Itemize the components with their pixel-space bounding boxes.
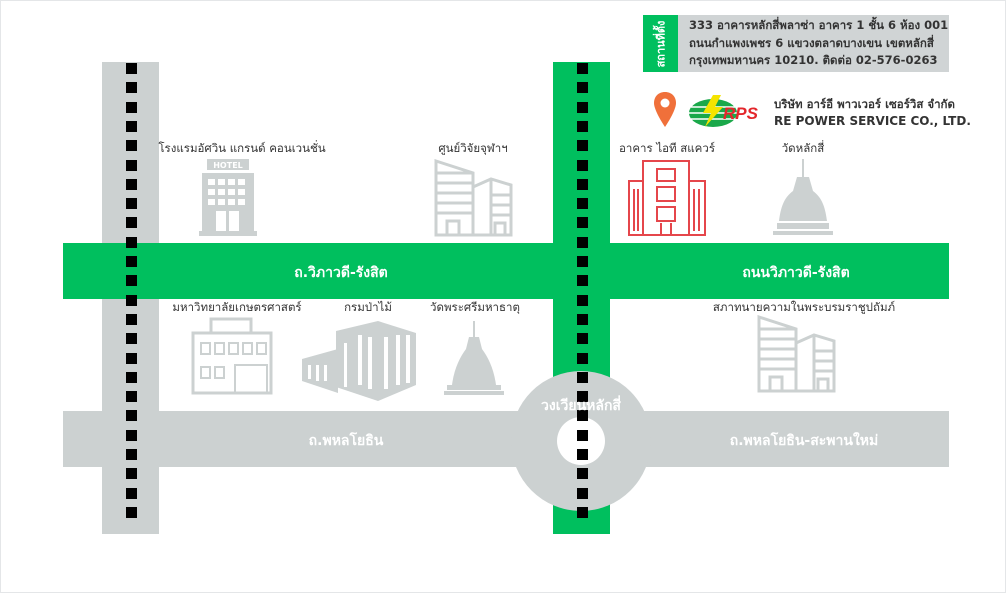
rail-tie — [577, 82, 588, 94]
rail-tie — [126, 198, 137, 210]
rail-tie — [126, 410, 137, 422]
rail-tie — [126, 275, 137, 287]
rail-tie — [577, 333, 588, 345]
rail-tie — [126, 256, 137, 267]
rail-tie — [126, 120, 137, 132]
address-tag: สถานที่ตั้ง — [643, 15, 678, 72]
rail-tie — [577, 140, 588, 152]
lawyers-council-building-icon — [757, 315, 836, 393]
wat-laksi-pagoda-icon — [773, 159, 833, 235]
rail-tie — [577, 352, 588, 364]
landmark-hotel-label: โรงแรมอัศวิน แกรนด์ คอนเวนชั่น — [158, 141, 326, 155]
rail-tie — [577, 120, 588, 132]
rail-tie — [126, 506, 137, 518]
landmark-kasetsart-label: มหาวิทยาลัยเกษตรศาสตร์ — [172, 300, 302, 314]
landmark-it-square-label: อาคาร ไอที สแควร์ — [618, 141, 716, 155]
rail-tie — [577, 256, 588, 267]
rail-tie — [126, 217, 137, 229]
road-label-vibhavadi-right: ถนนวิภาวดี-รังสิต — [742, 265, 850, 281]
university-building-icon — [191, 317, 273, 395]
road-phahon — [63, 411, 949, 467]
rail-tie — [577, 63, 588, 74]
rps-logo: RPS — [689, 95, 759, 127]
location-pin-icon — [654, 92, 676, 127]
rail-tie — [577, 159, 588, 171]
rail-tie — [126, 333, 137, 345]
rail-tie — [577, 371, 588, 383]
rail-tie — [577, 506, 588, 518]
road-vibhavadi — [63, 243, 949, 299]
it-square-building-icon — [628, 160, 706, 236]
rail-tie — [126, 236, 137, 248]
road-label-roundabout: วงเวียนหลักสี่ — [541, 398, 621, 414]
rail-tie — [577, 275, 588, 287]
rail-tie — [126, 178, 137, 190]
rail-tie — [126, 159, 137, 171]
landmark-wat-phra-sri-label: วัดพระศรีมหาธาตุ — [430, 300, 520, 314]
rail-tie — [126, 82, 137, 94]
rail-tie — [126, 468, 137, 480]
rail-tie — [126, 391, 137, 403]
rail-tie — [126, 101, 137, 113]
rail-tie — [126, 371, 137, 383]
rail-tie — [126, 294, 137, 306]
company-name: บริษัท อาร์อี พาวเวอร์ เซอร์วิส จำกัด RE… — [774, 97, 971, 128]
landmark-lawyers-label: สภาทนายความในพระบรมราชูปถัมภ์ — [712, 300, 896, 314]
road-label-phahon-right: ถ.พหลโยธิน-สะพานใหม่ — [729, 433, 879, 449]
rail-tie — [577, 236, 588, 248]
rail-tie — [577, 487, 588, 499]
research-building-icon — [434, 159, 513, 237]
svg-text:RPS: RPS — [723, 104, 759, 123]
road-label-vibhavadi-left: ถ.วิภาวดี-รังสิต — [294, 265, 388, 281]
rail-tie — [577, 410, 588, 422]
rail-tie — [577, 178, 588, 190]
rail-tie — [126, 313, 137, 325]
rail-tie — [577, 198, 588, 210]
landmark-wat-laksi-label: วัดหลักสี่ — [781, 141, 825, 155]
svg-text:HOTEL: HOTEL — [213, 161, 243, 170]
rail-tie — [577, 468, 588, 480]
landmark-chula-label: ศูนย์วิจัยจุฬาฯ — [438, 141, 508, 155]
rail-tie — [577, 391, 588, 403]
hotel-icon: HOTEL — [199, 159, 257, 236]
rail-tie — [126, 352, 137, 364]
rail-tie — [126, 429, 137, 441]
rail-tie — [577, 313, 588, 325]
rail-tie — [126, 63, 137, 74]
rail-tie — [577, 429, 588, 441]
rail-tie — [126, 449, 137, 460]
road-label-phahon-left: ถ.พหลโยธิน — [308, 433, 384, 449]
address-box: สถานที่ตั้ง 333 อาคารหลักสี่พลาซ่า อาคาร… — [643, 15, 949, 72]
rail-tie — [577, 101, 588, 113]
wat-phra-sri-pagoda-icon — [444, 321, 504, 395]
address-text: 333 อาคารหลักสี่พลาซ่า อาคาร 1 ชั้น 6 ห้… — [689, 18, 949, 67]
rail-tie — [126, 140, 137, 152]
rail-tie — [577, 217, 588, 229]
rail-tie — [577, 449, 588, 460]
rail-tie — [126, 487, 137, 499]
rail-tie — [577, 294, 588, 306]
forest-department-building-icon — [302, 321, 416, 401]
landmark-forest-label: กรมป่าไม้ — [344, 300, 392, 314]
